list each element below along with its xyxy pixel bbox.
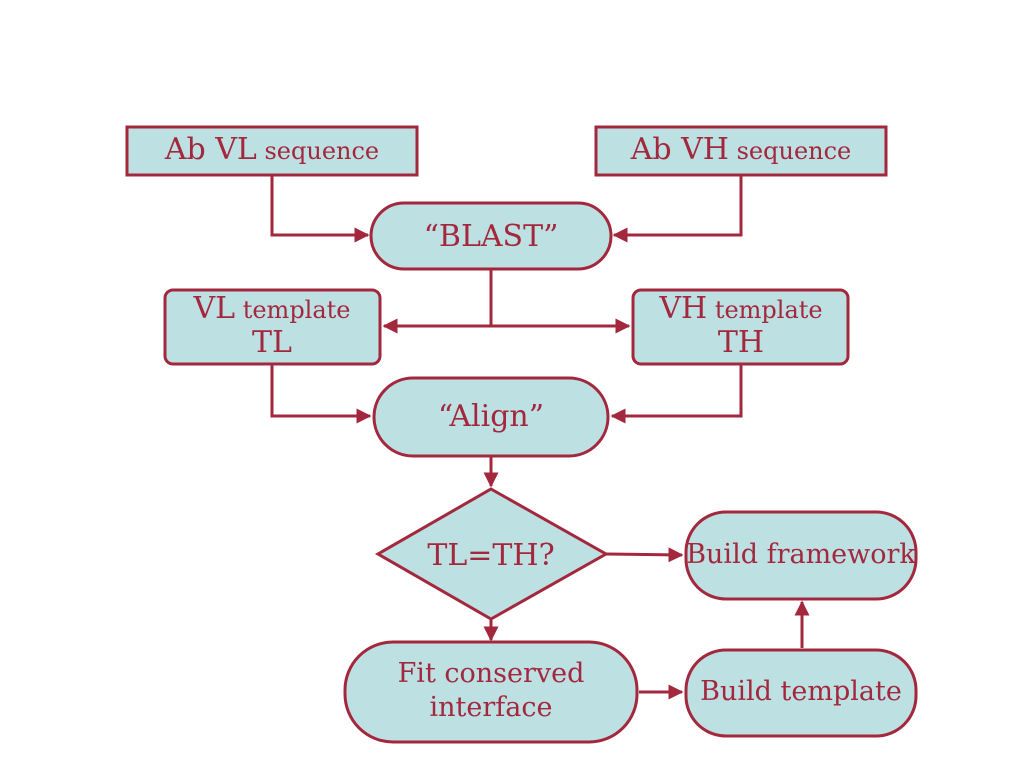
node-fit-interface-line1: Fit conserved	[398, 658, 585, 689]
svg-text:Ab VH sequence: Ab VH sequence	[630, 132, 852, 167]
node-vl-template-line1-a: VL	[192, 291, 235, 326]
node-fit-interface-line2: interface	[430, 692, 553, 723]
node-vl-template-line1-b: template	[235, 296, 350, 324]
node-build-template-label: Build template	[700, 676, 902, 707]
edge-vh-template-to-align	[610, 364, 743, 424]
node-vl-sequence-prefix: Ab VL	[164, 132, 257, 167]
node-align: “Align”	[372, 376, 610, 458]
node-build-framework: Build framework	[684, 510, 918, 601]
node-align-label: “Align”	[438, 399, 544, 434]
node-fit-interface: Fit conserved interface	[343, 640, 639, 744]
node-vl-sequence: Ab VL sequence	[125, 125, 419, 177]
edge-vl-template-to-align	[270, 364, 372, 424]
node-vl-template-line2: TL	[252, 325, 292, 360]
node-vh-template-line2: TH	[718, 325, 764, 360]
edge-vl-sequence-to-blast	[270, 175, 370, 243]
edge-decision-to-build-framework	[605, 547, 684, 563]
node-vl-template: VL template TL	[163, 288, 382, 366]
node-vh-sequence-suffix: sequence	[729, 137, 851, 165]
node-build-template: Build template	[684, 648, 918, 738]
edge-vh-sequence-to-blast	[612, 175, 743, 243]
svg-text:Ab VL sequence: Ab VL sequence	[164, 132, 379, 167]
node-vh-template-line1-a: VH	[658, 291, 707, 326]
node-blast-label: “BLAST”	[424, 219, 559, 254]
node-vh-sequence-prefix: Ab VH	[630, 132, 729, 167]
node-blast: “BLAST”	[369, 201, 613, 271]
node-vh-template-line1-b: template	[707, 296, 822, 324]
node-build-framework-label: Build framework	[686, 539, 916, 570]
node-vl-sequence-suffix: sequence	[257, 137, 379, 165]
node-vh-template: VH template TH	[631, 288, 850, 366]
node-decision: TL=TH?	[374, 487, 610, 621]
node-vh-sequence: Ab VH sequence	[594, 125, 888, 177]
svg-text:VL template: VL template	[192, 291, 350, 326]
node-decision-label: TL=TH?	[427, 538, 554, 573]
svg-text:VH template: VH template	[658, 291, 822, 326]
